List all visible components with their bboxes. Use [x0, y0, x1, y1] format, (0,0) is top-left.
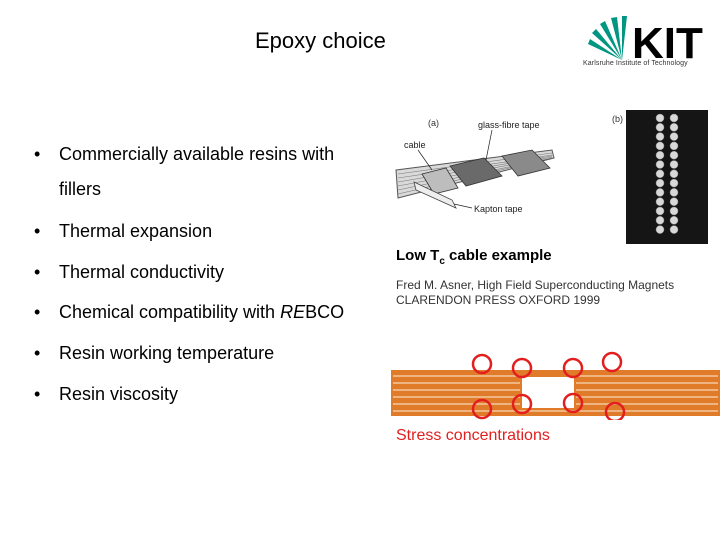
- strand-mark: [655, 169, 665, 179]
- svg-text:cable: cable: [404, 140, 426, 150]
- svg-text:glass-fibre tape: glass-fibre tape: [478, 120, 540, 130]
- stress-concentrations-label: Stress concentrations: [396, 427, 550, 444]
- strand-mark: [655, 113, 665, 123]
- strand-mark: [669, 178, 679, 188]
- strand-mark: [655, 188, 665, 197]
- bullet-dot: •: [34, 221, 41, 241]
- logo-subtitle: Karlsruhe Institute of Technology: [583, 60, 688, 67]
- strand-mark: [669, 188, 679, 197]
- stress-point-circle: [601, 351, 623, 373]
- strand-mark: [669, 216, 679, 225]
- strand-mark: [655, 197, 665, 206]
- cable-cross-section-image: (b): [610, 108, 710, 244]
- stress-point-circle: [471, 398, 493, 420]
- strand-mark: [655, 178, 665, 188]
- strand-mark: [655, 216, 665, 225]
- bullet-dot: •: [34, 144, 41, 164]
- strand-mark: [669, 123, 679, 132]
- page-title: Epoxy choice: [255, 28, 386, 53]
- strand-mark: [669, 197, 679, 206]
- stress-concentration-diagram: [391, 351, 720, 420]
- stress-point-circle: [562, 392, 584, 414]
- bullet-text: Resin working temperature: [59, 343, 275, 363]
- bullet-dot: •: [34, 384, 41, 404]
- stress-point-circle: [511, 357, 533, 379]
- stress-circles: [471, 351, 626, 420]
- strand-mark: [669, 160, 679, 169]
- strand-mark: [669, 169, 679, 179]
- svg-text:(a): (a): [428, 118, 439, 128]
- stress-point-circle: [471, 353, 493, 375]
- bullet-dot: •: [34, 302, 41, 322]
- bullet-text: fillers: [59, 179, 102, 199]
- resin-gap: [520, 375, 576, 410]
- strand-mark: [669, 113, 679, 123]
- cable-wrap-diagram: (a) glass-fibre tape cable Kapton tape: [392, 108, 607, 232]
- kit-wordmark: KIT: [632, 19, 703, 68]
- kit-fan-icon: [588, 16, 627, 60]
- stress-point-circle: [604, 401, 626, 420]
- bullet-text: Thermal conductivity: [59, 262, 225, 282]
- strand-mark: [655, 150, 665, 160]
- reference-line: Fred M. Asner, High Field Superconductin…: [396, 278, 675, 292]
- stress-point-circle: [511, 393, 533, 415]
- strand-mark: [669, 206, 679, 216]
- strand-mark: [655, 141, 665, 151]
- bullet-dot: •: [34, 343, 41, 363]
- kit-logo: KIT: [588, 16, 703, 68]
- svg-text:(b): (b): [612, 114, 623, 124]
- reference-citation: Fred M. Asner, High Field Superconductin…: [396, 278, 674, 308]
- cable-example-label: Low Tc cable example: [396, 247, 552, 267]
- bullet-text: Resin viscosity: [59, 384, 179, 404]
- strand-mark: [655, 160, 665, 169]
- bullet-text: Commercially available resins with: [59, 144, 335, 164]
- reference-line: CLARENDON PRESS OXFORD 1999: [396, 293, 601, 307]
- bullet-text: Chemical compatibility with REBCO: [59, 302, 345, 322]
- conductor-stack: [391, 370, 720, 416]
- strand-mark: [655, 206, 665, 216]
- bullet-text: Thermal expansion: [59, 221, 213, 241]
- strand-mark: [655, 225, 665, 234]
- strand-mark: [669, 132, 679, 141]
- strand-mark: [669, 225, 679, 234]
- strand-mark: [655, 123, 665, 132]
- svg-text:Kapton tape: Kapton tape: [474, 204, 523, 214]
- bullet-dot: •: [34, 262, 41, 282]
- strand-mark: [669, 141, 679, 151]
- strand-mark: [669, 150, 679, 160]
- strand-mark: [655, 132, 665, 141]
- stress-point-circle: [562, 357, 584, 379]
